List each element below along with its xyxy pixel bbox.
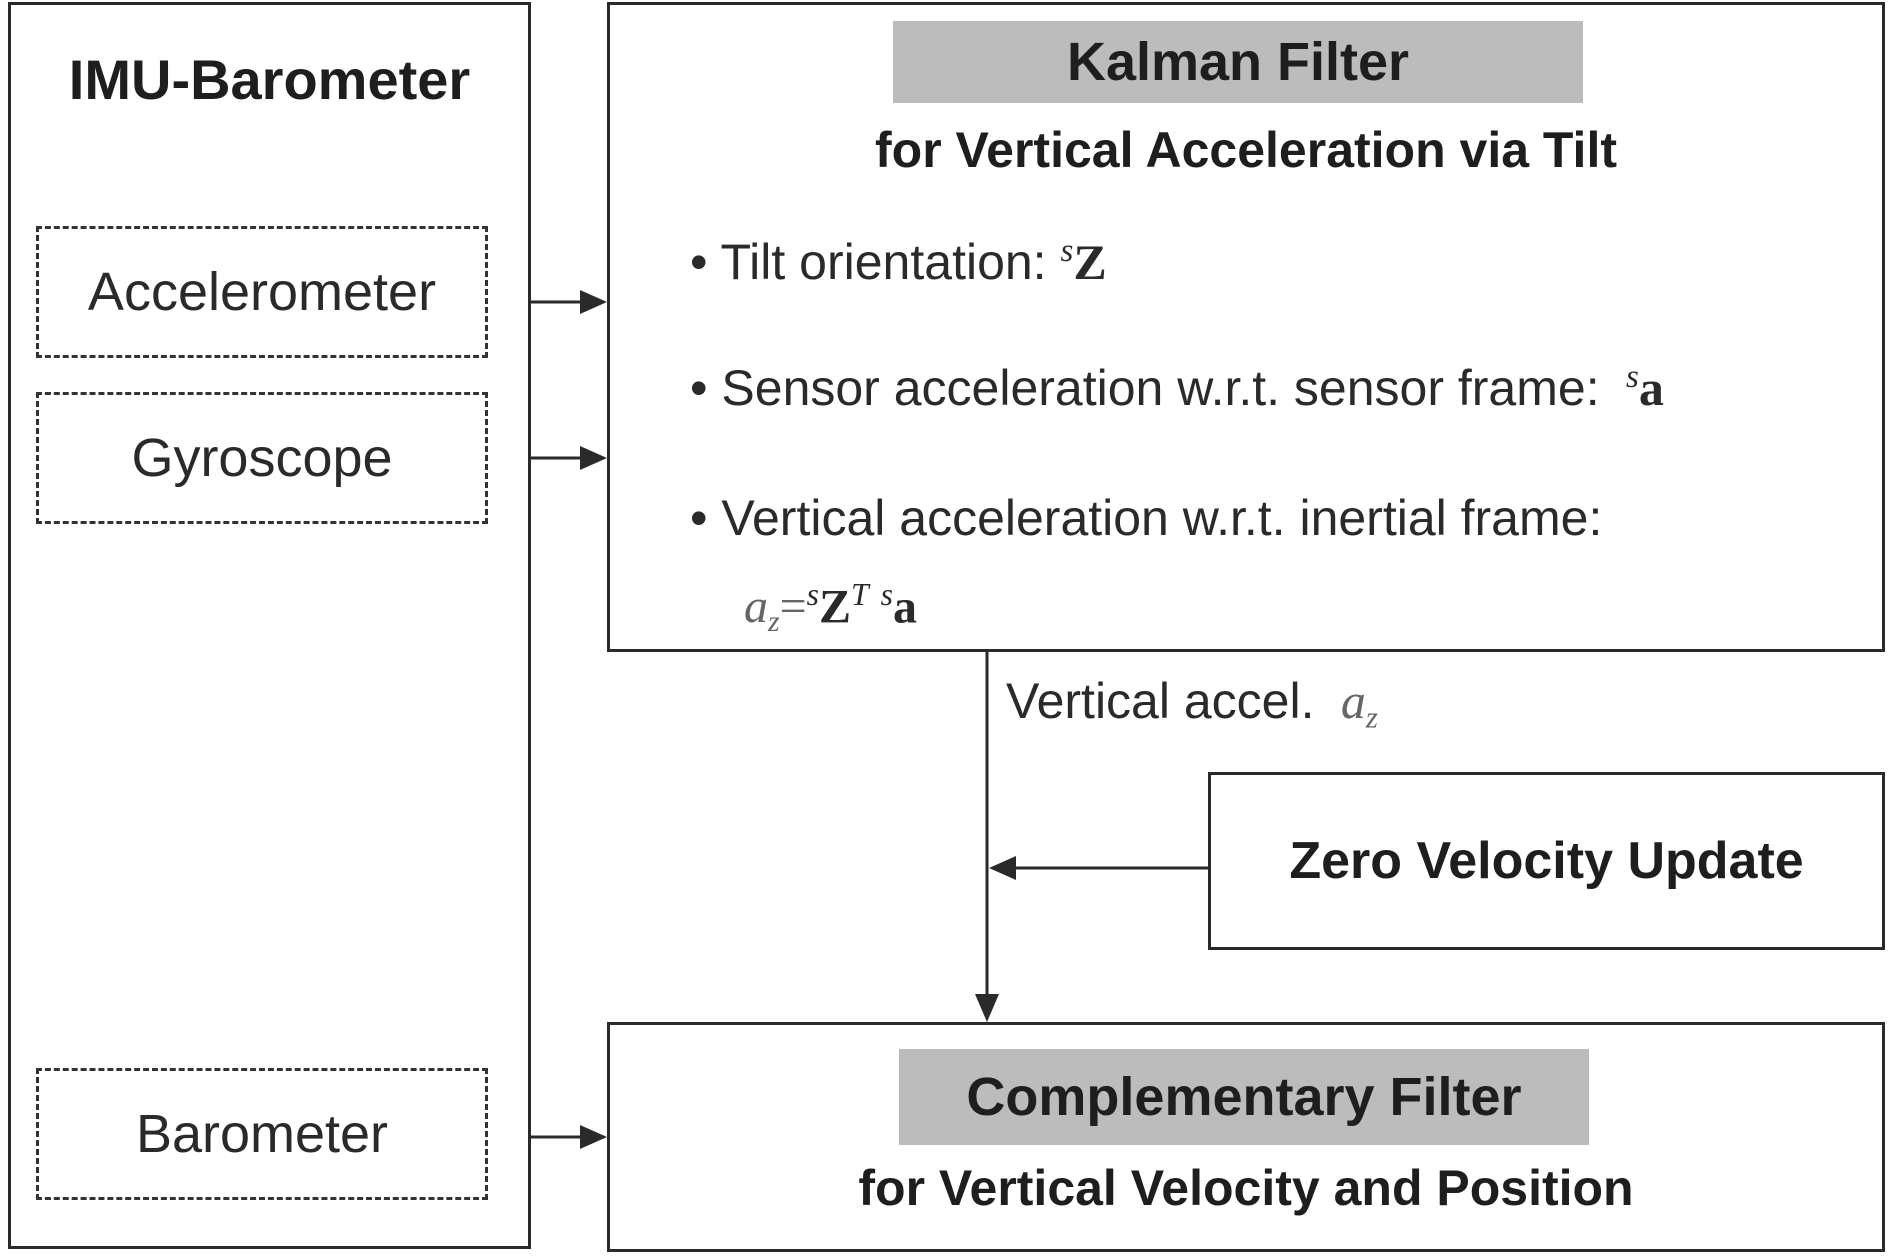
arrowhead-barometer [580, 1125, 607, 1149]
accelerometer-sensor: Accelerometer [36, 226, 488, 358]
zero-velocity-update-block: Zero Velocity Update [1208, 772, 1885, 950]
arrowhead-vertical-accel [975, 994, 999, 1022]
bullet-sensor-accel-text: Sensor acceleration w.r.t. sensor frame: [721, 360, 1600, 417]
complementary-filter-subtitle: for Vertical Velocity and Position [858, 1160, 1634, 1216]
bullet-dot: • [690, 490, 722, 546]
sensor-accel-symbol: sa [1626, 359, 1664, 417]
bullet-tilt-text: Tilt orientation: [720, 234, 1047, 291]
vertical-acceleration-formula: az=sZT sa [744, 577, 917, 639]
complementary-filter-block: Complementary Filter for Vertical Veloci… [607, 1022, 1885, 1252]
vertical-accel-symbol: az [1340, 673, 1378, 735]
vertical-accel-edge-label: Vertical accel. az [1006, 672, 1378, 735]
barometer-sensor: Barometer [36, 1068, 488, 1200]
bullet-dot: • [690, 360, 722, 417]
barometer-label: Barometer [135, 1104, 389, 1164]
bullet-vertical-acceleration: • Vertical acceleration w.r.t. inertial … [690, 489, 1602, 547]
zero-velocity-update-title: Zero Velocity Update [1289, 832, 1804, 890]
bullet-tilt-orientation: • Tilt orientation: sZ [690, 233, 1107, 291]
imu-barometer-title: IMU-Barometer [68, 48, 471, 111]
arrowhead-accelerometer [580, 290, 607, 314]
imu-barometer-group: IMU-Barometer [8, 2, 531, 1249]
kalman-filter-subtitle: for Vertical Acceleration via Tilt [875, 122, 1617, 178]
complementary-filter-title: Complementary Filter [899, 1049, 1589, 1145]
vertical-accel-text: Vertical accel. [1006, 673, 1315, 729]
tilt-symbol: sZ [1060, 233, 1107, 291]
arrowhead-gyroscope [580, 446, 607, 470]
bullet-sensor-acceleration: • Sensor acceleration w.r.t. sensor fram… [690, 359, 1664, 417]
kalman-filter-title: Kalman Filter [893, 21, 1583, 103]
arrowhead-zupt [989, 856, 1016, 880]
kalman-filter-block: Kalman Filter for Vertical Acceleration … [607, 2, 1885, 652]
bullet-vertical-accel-text: Vertical acceleration w.r.t. inertial fr… [721, 490, 1603, 546]
gyroscope-sensor: Gyroscope [36, 392, 488, 524]
bullet-dot: • [690, 234, 721, 291]
gyroscope-label: Gyroscope [131, 428, 393, 488]
accelerometer-label: Accelerometer [87, 262, 437, 322]
